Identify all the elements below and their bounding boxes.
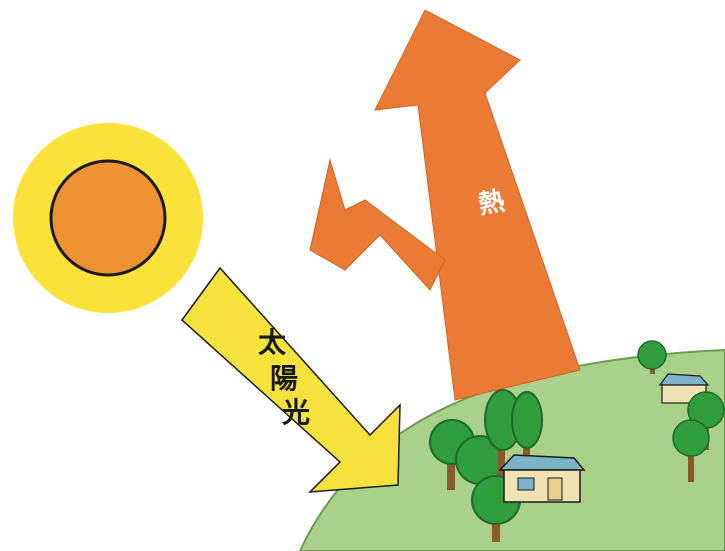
house-icon [498, 454, 586, 503]
tree-icon [672, 419, 710, 482]
sunlight-label-1: 太 [258, 326, 287, 359]
sun-icon [13, 123, 203, 313]
heat-label: 熱 [476, 186, 507, 220]
heat-arrow-branch [309, 158, 446, 291]
heat-arrow [374, 9, 581, 401]
sunlight-label-2: 陽 [270, 362, 298, 395]
tree-icon [484, 389, 522, 480]
sun-body [49, 159, 167, 277]
forest [429, 340, 725, 542]
ground-hill [298, 348, 725, 551]
sunlight-arrow [180, 266, 401, 493]
sunlight-label-3: 光 [281, 396, 310, 429]
tree-icon [637, 340, 667, 374]
